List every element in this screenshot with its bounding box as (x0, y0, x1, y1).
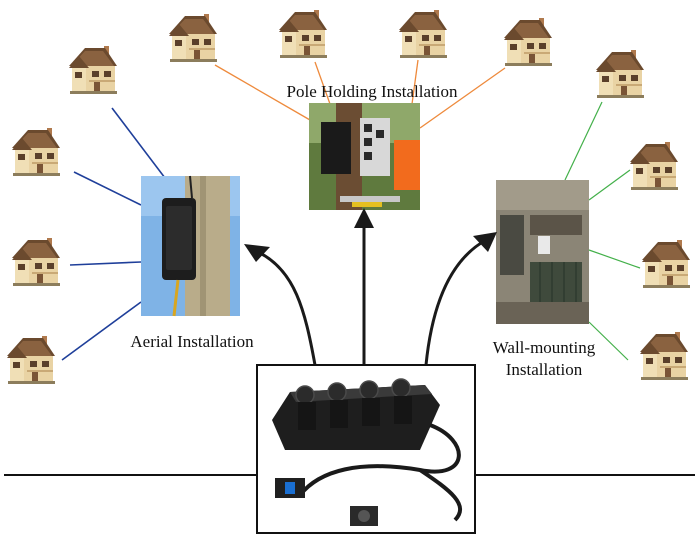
house-icon (640, 332, 688, 380)
wall-installation-photo (496, 180, 589, 324)
arrowheads (244, 208, 497, 262)
house-icon (12, 238, 60, 286)
wall-label-line2: Installation (506, 360, 583, 379)
house-icon (399, 10, 447, 58)
pole-installation-photo (309, 103, 420, 210)
house-icon (279, 10, 327, 58)
aerial-connections (61, 107, 166, 361)
house-icon (7, 336, 55, 384)
house-icon (504, 18, 552, 66)
wall-label-line1: Wall-mounting (493, 338, 596, 357)
pole-connections (214, 59, 506, 129)
house-icon (630, 142, 678, 190)
house-icon (69, 46, 117, 94)
aerial-label: Aerial Installation (130, 332, 254, 351)
distribution-arrows (257, 224, 487, 366)
house-icon (596, 50, 644, 98)
house-icon (169, 14, 217, 62)
fiber-terminal-box (256, 364, 476, 534)
house-icon (12, 128, 60, 176)
pole-holding-label: Pole Holding Installation (287, 82, 458, 101)
wall-connections (564, 101, 641, 361)
house-icon (642, 240, 690, 288)
aerial-installation-photo (141, 175, 240, 317)
arrow-to-wall (424, 238, 487, 366)
arrow-to-aerial (257, 250, 317, 366)
